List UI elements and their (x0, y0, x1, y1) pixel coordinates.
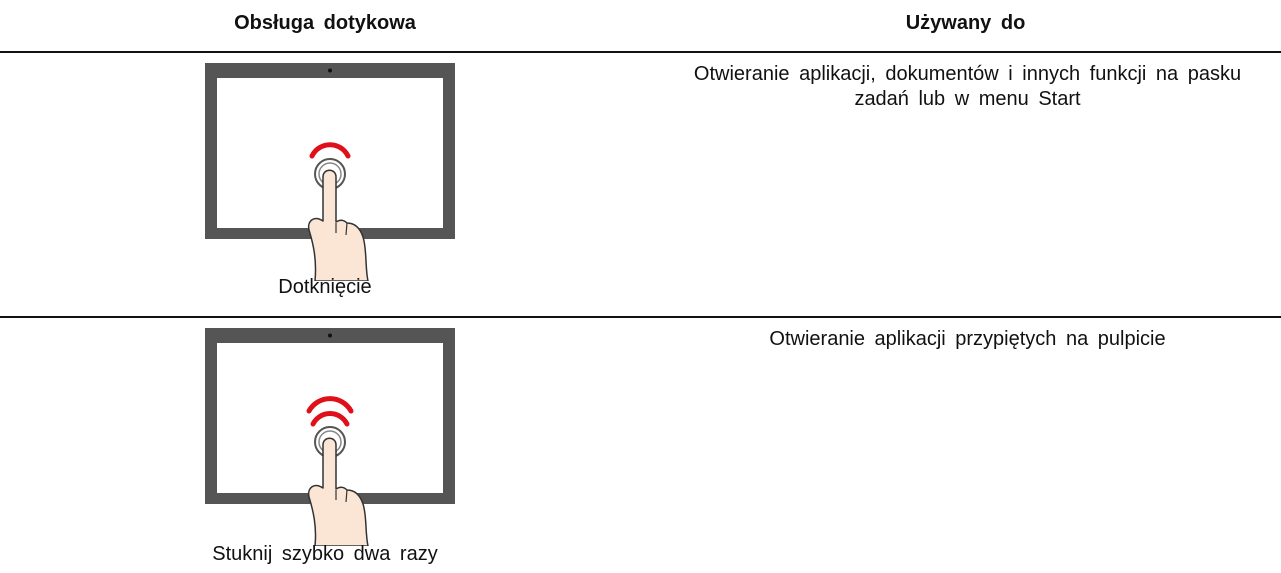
header-divider (0, 51, 1281, 53)
gesture-label: Dotknięcie (278, 276, 372, 298)
tablet-double-tap-icon (205, 328, 455, 546)
table-row: Dotknięcie Otwieranie aplikacji, dokumen… (0, 53, 1281, 316)
header-gesture: Obsługa dotykowa (234, 12, 416, 34)
header-used-for: Używany do (905, 12, 1026, 34)
row-divider (0, 316, 1281, 318)
table-header: Obsługa dotykowa Używany do (0, 0, 1281, 52)
table-row: Stuknij szybko dwa razy Otwieranie aplik… (0, 318, 1281, 573)
tablet-single-tap-icon (205, 63, 455, 281)
gesture-label: Stuknij szybko dwa razy (212, 543, 438, 565)
usage-description: Otwieranie aplikacji przypiętych na pulp… (769, 328, 1166, 350)
usage-description: Otwieranie aplikacji, dokumentów i innyc… (693, 63, 1242, 110)
